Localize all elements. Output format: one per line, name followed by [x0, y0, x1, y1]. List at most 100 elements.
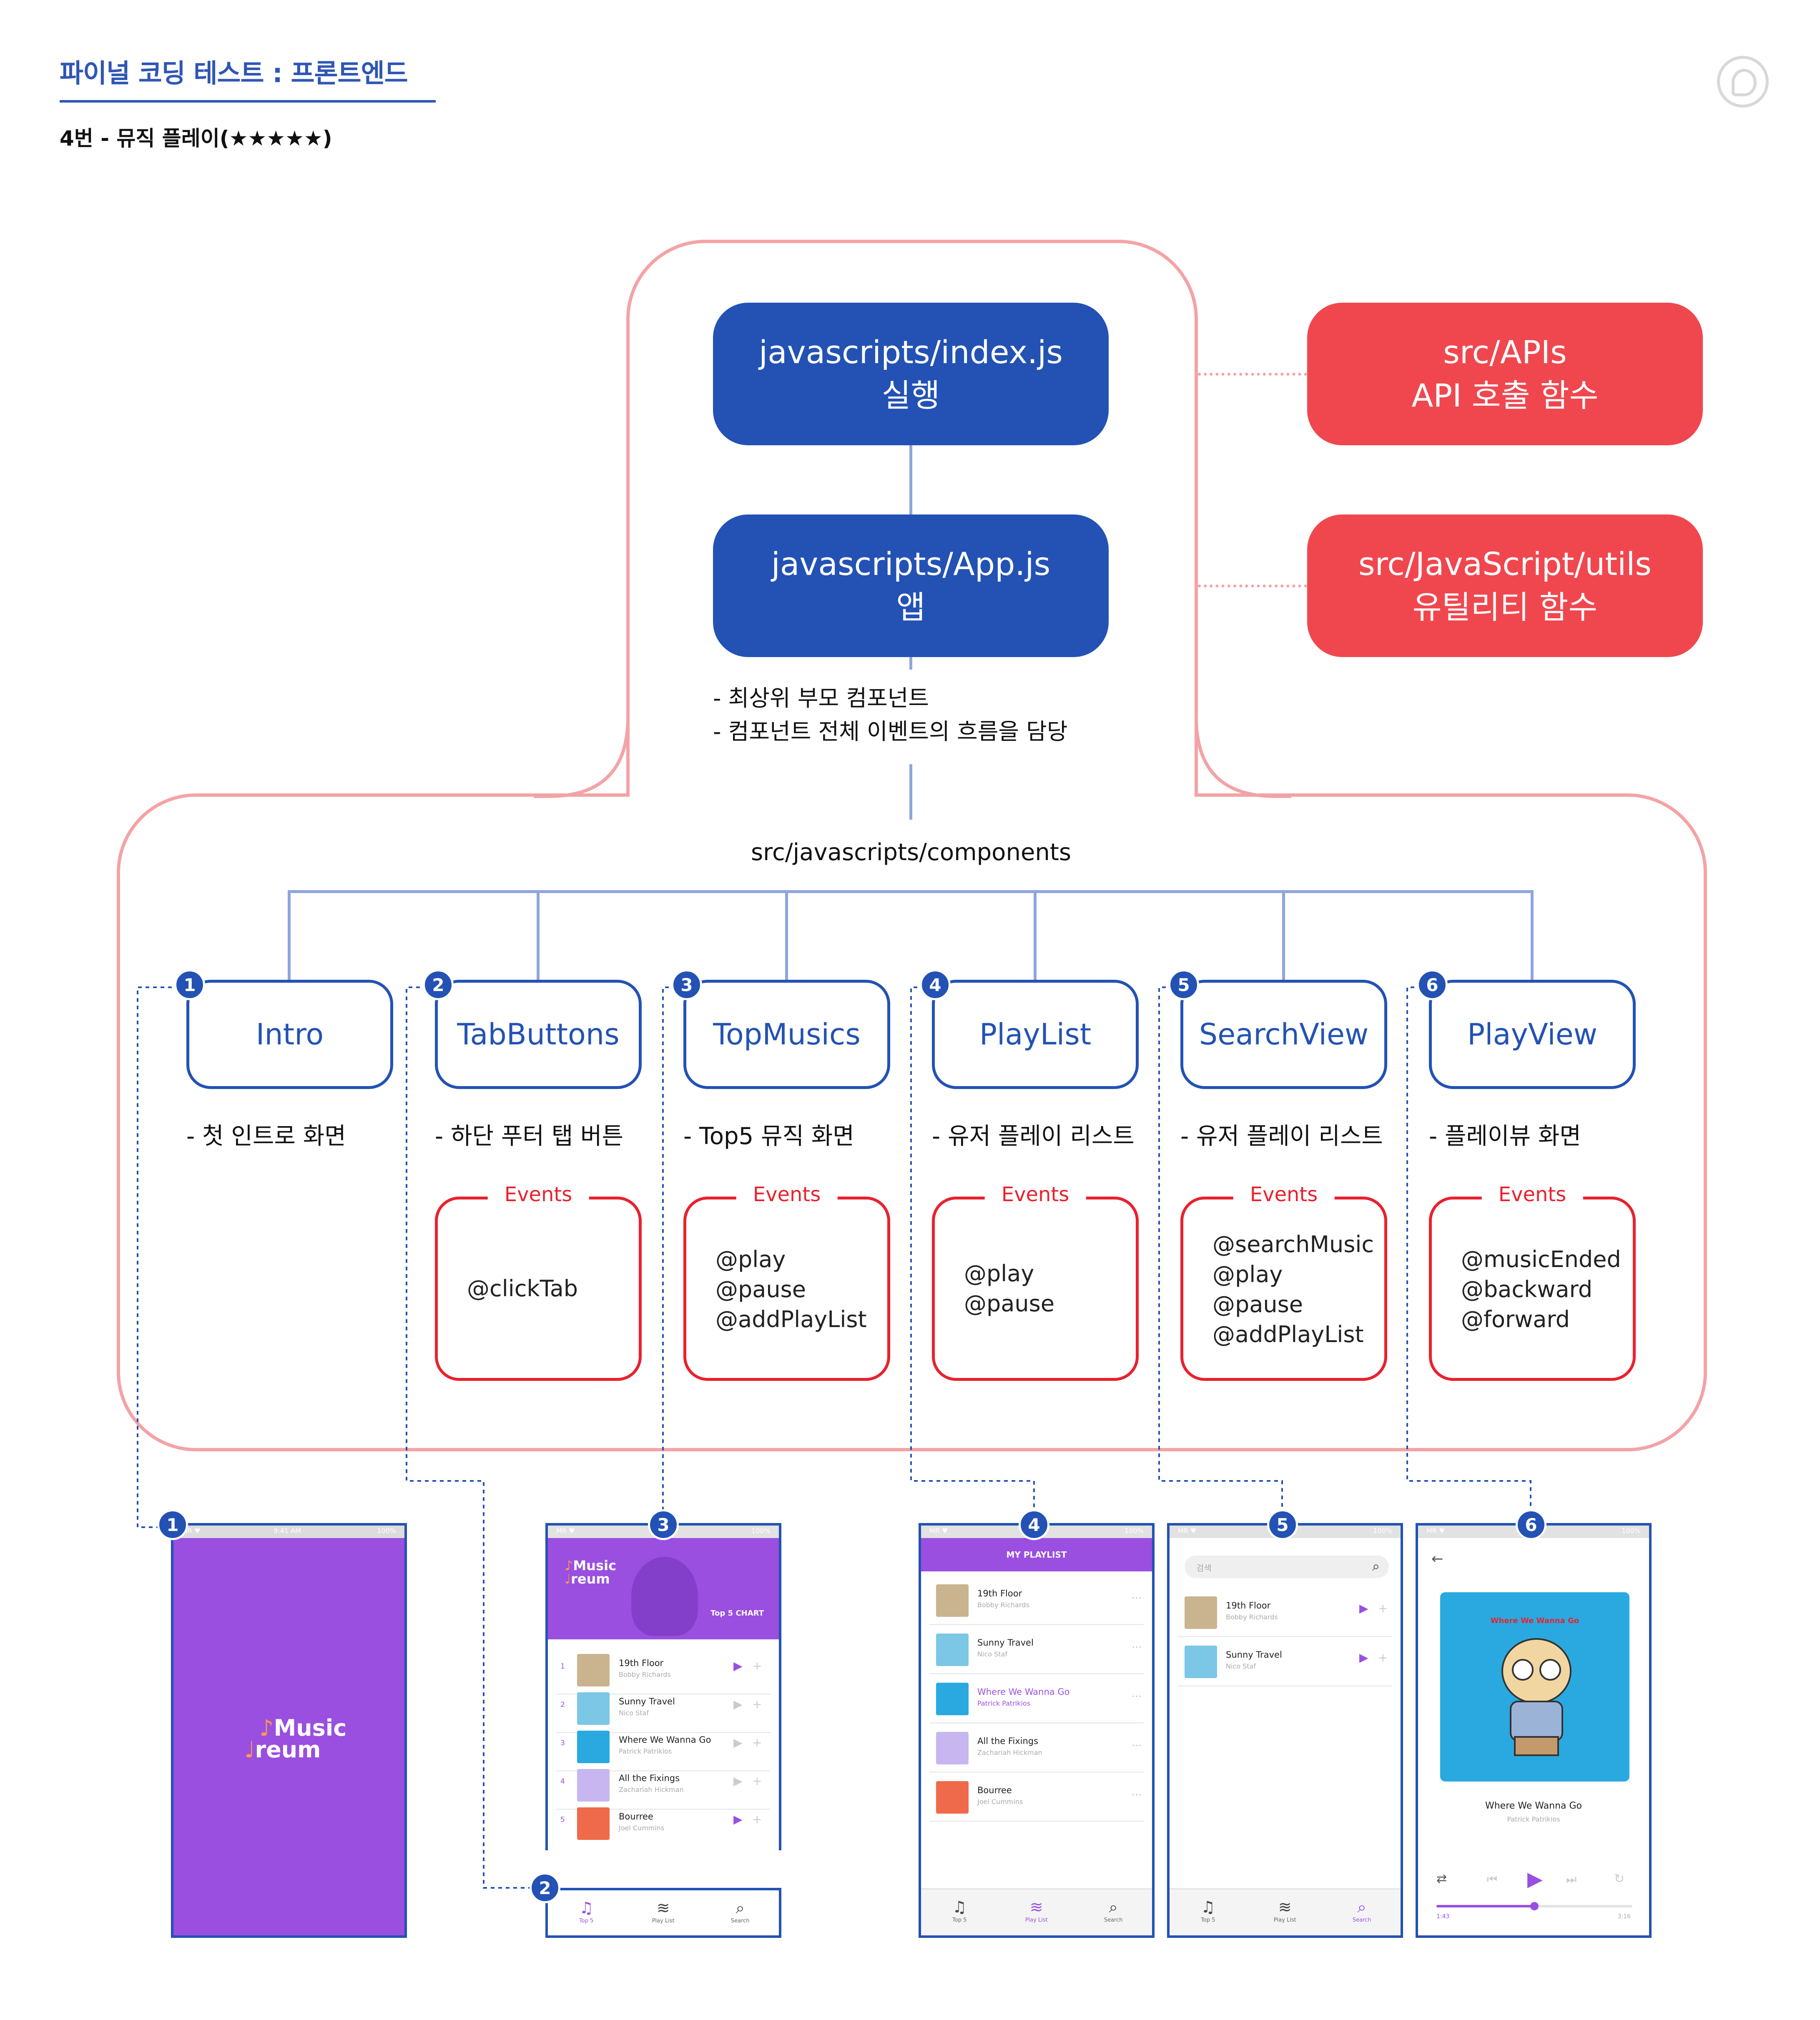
- musicreum-logo: ♪Music ♩reum: [244, 1717, 346, 1761]
- more-icon[interactable]: …: [1132, 1639, 1142, 1650]
- component-tabbuttons-label: TabButtons: [457, 1017, 620, 1051]
- tree-drop-4: [1034, 890, 1037, 980]
- shuffle-icon[interactable]: ↻: [1614, 1872, 1625, 1886]
- add-icon[interactable]: +: [752, 1659, 762, 1673]
- tab-search[interactable]: ⌕Search: [1075, 1897, 1152, 1923]
- title-underline: [60, 100, 436, 103]
- song-artist: Nico Staf: [1226, 1662, 1256, 1670]
- song-artist: Patrick Patrikios: [619, 1747, 672, 1755]
- album-thumb-icon: [577, 1769, 610, 1802]
- intro-screen: MR ♥ 9:41 AM 100% ♪Music ♩reum: [171, 1523, 407, 1938]
- events-title: Events: [487, 1183, 589, 1206]
- play-icon[interactable]: ▶: [733, 1812, 743, 1826]
- search-placeholder: 검색: [1196, 1563, 1212, 1573]
- event-item: @pause: [964, 1290, 1054, 1317]
- search-icon[interactable]: ⌕: [1372, 1558, 1380, 1574]
- intro-screen-badge: 1: [157, 1509, 188, 1540]
- banner-logo-line2: reum: [571, 1571, 610, 1587]
- tab-search[interactable]: ⌕Search: [702, 1898, 778, 1924]
- apis-box: src/APIs API 호출 함수: [1307, 303, 1703, 445]
- playview-screen: MR ♥100% ← Where We Wanna Go Where We Wa…: [1416, 1523, 1652, 1938]
- tab-search[interactable]: ⌕Search: [1323, 1897, 1400, 1923]
- tabbuttons-events-box: Events @clickTab: [435, 1183, 642, 1381]
- tab-top5[interactable]: ♫Top 5: [548, 1898, 625, 1924]
- status-battery: 100%: [1622, 1527, 1641, 1535]
- tab-label: Play List: [652, 1918, 675, 1924]
- play-icon[interactable]: ▶: [1359, 1601, 1368, 1615]
- events-title: Events: [984, 1183, 1086, 1206]
- play-icon[interactable]: ▶: [1527, 1867, 1543, 1891]
- more-icon[interactable]: …: [1132, 1786, 1142, 1798]
- song-title: Sunny Travel: [977, 1638, 1034, 1648]
- back-arrow-icon[interactable]: ←: [1431, 1551, 1443, 1567]
- playlist-header: MY PLAYLIST: [921, 1538, 1152, 1571]
- component-intro-badge: 1: [174, 969, 205, 1000]
- play-icon[interactable]: ▶: [1359, 1651, 1368, 1664]
- event-item: @backward: [1461, 1276, 1593, 1302]
- search-input[interactable]: 검색 ⌕: [1185, 1556, 1389, 1578]
- brand-logo-icon: [1717, 56, 1769, 108]
- repeat-icon[interactable]: ⇄: [1436, 1872, 1447, 1886]
- add-icon[interactable]: +: [752, 1697, 762, 1711]
- playlist-screen-badge: 4: [1019, 1509, 1049, 1540]
- tab-label: Play List: [1025, 1917, 1048, 1923]
- progress-track[interactable]: [1436, 1902, 1632, 1910]
- add-icon[interactable]: +: [752, 1736, 762, 1749]
- playlist-row[interactable]: Where We Wanna Go Patrick Patrikios …: [921, 1675, 1152, 1724]
- page-title: 파이널 코딩 테스트 : 프론트엔드: [60, 58, 408, 88]
- song-title: Sunny Travel: [1226, 1650, 1282, 1660]
- song-title: Sunny Travel: [619, 1696, 675, 1706]
- tab-label: Search: [1104, 1917, 1123, 1923]
- tab-top5[interactable]: ♫Top 5: [1170, 1897, 1246, 1923]
- tab-top5[interactable]: ♫Top 5: [921, 1897, 998, 1923]
- frame-joint-right: [1195, 705, 1291, 798]
- utils-box: src/JavaScript/utils 유틸리티 함수: [1307, 514, 1703, 657]
- cover-character-icon: [1493, 1638, 1576, 1763]
- index-app-connector: [909, 445, 912, 514]
- play-icon[interactable]: ▶: [733, 1697, 743, 1711]
- index-js-path: javascripts/index.js: [758, 334, 1063, 371]
- event-item: @pause: [715, 1276, 806, 1302]
- album-thumb-icon: [936, 1634, 969, 1666]
- album-thumb-icon: [1185, 1646, 1217, 1678]
- song-title: 19th Floor: [1226, 1601, 1271, 1611]
- add-icon[interactable]: +: [1378, 1651, 1388, 1664]
- more-icon[interactable]: …: [1132, 1737, 1142, 1749]
- song-title: Where We Wanna Go: [977, 1687, 1070, 1697]
- more-icon[interactable]: …: [1132, 1688, 1142, 1699]
- album-thumb-icon: [936, 1584, 969, 1617]
- app-js-box: javascripts/App.js 앱: [713, 514, 1109, 657]
- add-icon[interactable]: +: [752, 1774, 762, 1788]
- more-icon[interactable]: …: [1132, 1589, 1142, 1601]
- song-artist: Zachariah Hickman: [619, 1786, 684, 1794]
- play-icon[interactable]: ▶: [733, 1774, 743, 1788]
- tab-playlist[interactable]: ≋Play List: [998, 1897, 1074, 1923]
- tab-playlist[interactable]: ≋Play List: [625, 1898, 701, 1924]
- component-playlist-label: PlayList: [979, 1017, 1092, 1051]
- progress-knob[interactable]: [1530, 1902, 1539, 1910]
- add-icon[interactable]: +: [1378, 1601, 1388, 1615]
- time-total: 3:16: [1617, 1913, 1631, 1920]
- song-artist: Patrick Patrikios: [977, 1699, 1031, 1707]
- play-icon[interactable]: ▶: [733, 1659, 743, 1673]
- forward-icon[interactable]: ⏭: [1566, 1872, 1577, 1886]
- music-note-icon: ♫: [1201, 1898, 1215, 1916]
- component-searchview: SearchView: [1180, 980, 1387, 1089]
- event-item: @play: [964, 1260, 1034, 1287]
- song-title: All the Fixings: [619, 1773, 680, 1783]
- tab-playlist[interactable]: ≋Play List: [1246, 1897, 1323, 1923]
- play-icon[interactable]: ▶: [733, 1736, 743, 1749]
- add-icon[interactable]: +: [752, 1812, 762, 1826]
- backward-icon[interactable]: ⏮: [1487, 1872, 1498, 1886]
